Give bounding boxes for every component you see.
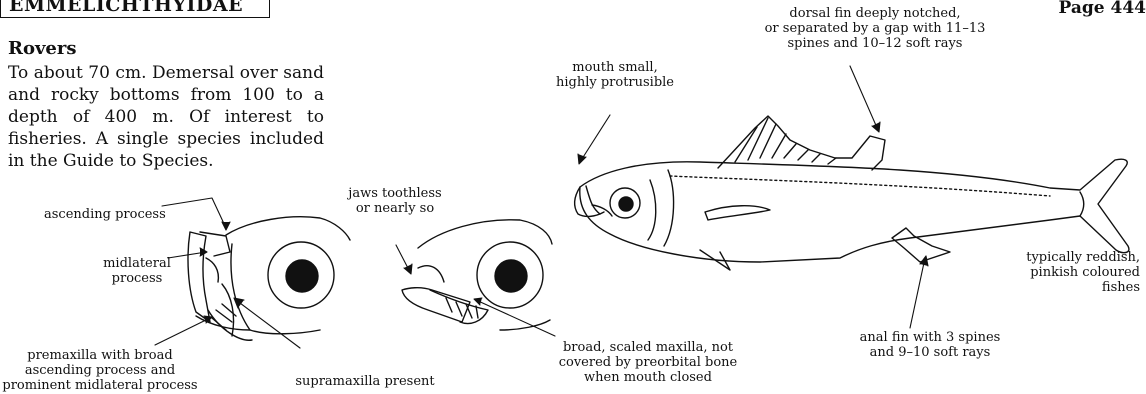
pectoral-fin xyxy=(705,206,770,220)
colour-annotation: typically reddish, pinkish coloured fish… xyxy=(990,250,1140,295)
head-detail-maxilla xyxy=(402,220,552,330)
supramaxilla-annotation: supramaxilla present xyxy=(270,374,460,389)
fish-lateral-illustration xyxy=(575,116,1129,270)
maxilla-annotation: broad, scaled maxilla, not covered by pr… xyxy=(548,340,748,385)
anal-fin xyxy=(892,228,950,262)
premaxilla-annotation: premaxilla with broad ascending process … xyxy=(0,348,200,393)
dorsal-fin-annotation: dorsal fin deeply notched, or separated … xyxy=(730,6,1020,51)
mouth-annotation: mouth small, highly protrusible xyxy=(540,60,690,90)
leader-lines xyxy=(155,66,928,348)
anal-fin-annotation: anal fin with 3 spines and 9–10 soft ray… xyxy=(840,330,1020,360)
head-detail-premaxilla xyxy=(188,217,350,340)
dorsal-fin xyxy=(718,116,885,170)
jaws-annotation: jaws toothless or nearly so xyxy=(330,186,460,216)
ascending-process-annotation: ascending process xyxy=(44,207,166,222)
fish-body xyxy=(580,159,1129,262)
midlateral-process-annotation: midlateral process xyxy=(92,256,182,286)
